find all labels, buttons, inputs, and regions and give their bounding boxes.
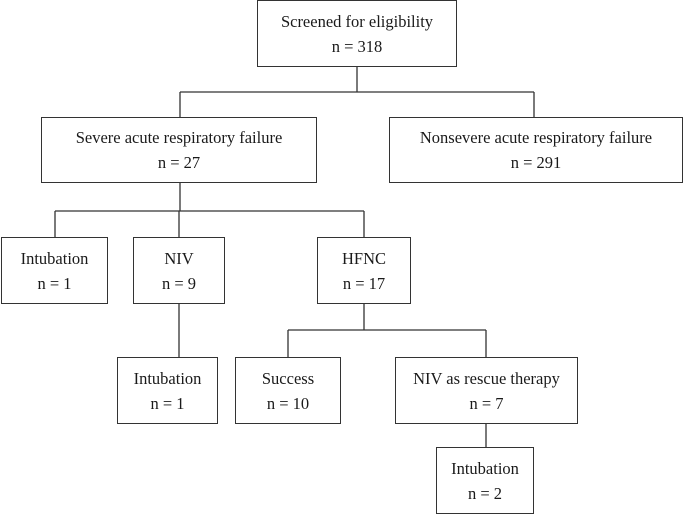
severe-arf-count: n = 27 — [157, 153, 201, 172]
severe-arf-box: Severe acute respiratory failure n = 27 — [41, 117, 317, 183]
rescue-intubation-box: Intubation n = 2 — [436, 447, 534, 514]
hfnc-count: n = 17 — [342, 273, 386, 293]
rescue-intubation-title: Intubation — [451, 458, 519, 478]
hfnc-title: HFNC — [341, 248, 386, 268]
severe-arf-title: Severe acute respiratory failure — [75, 128, 283, 147]
niv-rescue-box: NIV as rescue therapy n = 7 — [395, 357, 578, 424]
hfnc-success-count: n = 10 — [266, 393, 310, 413]
screened-box: Screened for eligibility n = 318 — [257, 0, 457, 67]
hfnc-success-box: Success n = 10 — [235, 357, 341, 424]
hfnc-box: HFNC n = 17 — [317, 237, 411, 304]
screened-count: n = 318 — [331, 36, 383, 56]
hfnc-success-title: Success — [261, 368, 315, 388]
screened-title: Screened for eligibility — [280, 11, 434, 31]
niv-count: n = 9 — [161, 273, 197, 293]
niv-title: NIV — [164, 248, 194, 268]
niv-rescue-title: NIV as rescue therapy — [413, 368, 560, 388]
nonsevere-arf-box: Nonsevere acute respiratory failure n = … — [389, 117, 683, 183]
niv-intubation-box: Intubation n = 1 — [117, 357, 218, 424]
intubation-direct-box: Intubation n = 1 — [1, 237, 108, 304]
niv-rescue-count: n = 7 — [469, 393, 504, 413]
nonsevere-arf-title: Nonsevere acute respiratory failure — [419, 128, 653, 147]
niv-intubation-title: Intubation — [133, 368, 202, 388]
intubation-direct-count: n = 1 — [37, 273, 72, 293]
niv-intubation-count: n = 1 — [150, 393, 185, 413]
rescue-intubation-count: n = 2 — [467, 483, 503, 503]
intubation-direct-title: Intubation — [20, 248, 89, 268]
nonsevere-arf-count: n = 291 — [510, 153, 562, 172]
niv-box: NIV n = 9 — [133, 237, 225, 304]
